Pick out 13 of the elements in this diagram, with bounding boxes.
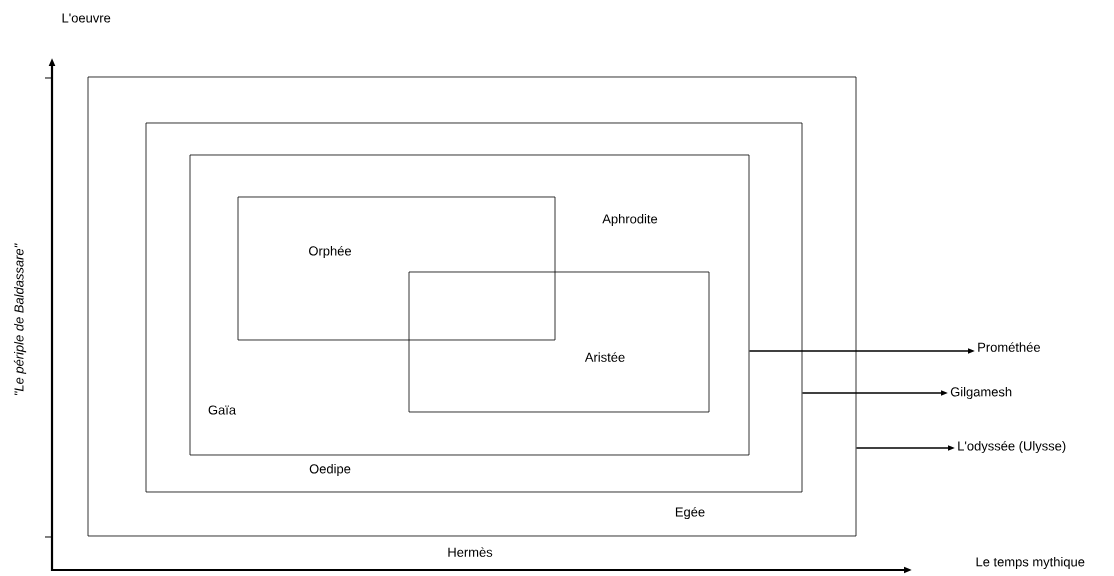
axis-label: Le temps mythique (976, 556, 1085, 570)
end-label: Gilgamesh (950, 386, 1012, 400)
end-label: Prométhée (978, 342, 1040, 352)
box-label: Aristée (584, 352, 625, 362)
end-label: L'odyssée (Ulysse) (958, 440, 1066, 454)
box-label: Hermès (448, 547, 493, 557)
box-label: Oedipe (309, 463, 351, 477)
axis-label: L'oeuvre (62, 13, 111, 23)
box-label: Gaïa (208, 405, 237, 415)
box-label: Aphrodite (602, 213, 658, 227)
axis-label: "Le périple de Baldassare" (13, 243, 27, 396)
box-label: Egée (675, 506, 705, 520)
box-label: Orphée (309, 245, 351, 259)
